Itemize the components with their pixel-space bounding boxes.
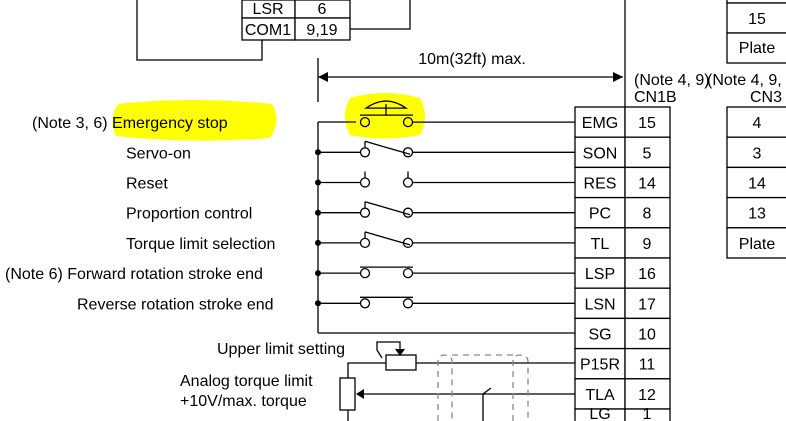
cn3-pin: 3 xyxy=(753,145,762,162)
cn1b-pin: 15 xyxy=(638,115,656,132)
input-label: Reverse rotation stroke end xyxy=(77,296,274,313)
shield-left xyxy=(437,354,453,421)
top-table: LSR 6 COM1 9,19 xyxy=(241,0,351,41)
upper-limit-label: Upper limit setting xyxy=(217,341,345,358)
cn1b-signal: SON xyxy=(583,145,618,162)
analog-torque-potentiometer xyxy=(339,377,356,411)
cn1b-note: (Note 4, 9) xyxy=(634,72,710,89)
cn1b-pin: 10 xyxy=(638,327,656,344)
cn1b-signal-cell xyxy=(574,227,626,259)
cn3-pin: 13 xyxy=(748,206,766,223)
switch-lsn xyxy=(315,296,575,309)
shield-right xyxy=(512,354,529,421)
input-label: (Note 3, 6) Emergency stop xyxy=(32,115,228,132)
input-label: Servo-on xyxy=(126,145,191,162)
cn1b-pin-cell xyxy=(624,378,671,410)
top-table-signal-1: COM1 xyxy=(245,22,291,39)
cn1b-label: CN1B xyxy=(634,89,677,106)
cn1b-signal: TL xyxy=(591,236,610,253)
input-label-text: Reverse rotation stroke end xyxy=(77,296,274,313)
top-right-table: 15 Plate xyxy=(726,0,786,64)
cn1b-signal: LG xyxy=(589,406,610,421)
switch-lsp xyxy=(315,266,575,279)
top-table-pin-0: 6 xyxy=(318,1,327,18)
cable-length-label: 10m(32ft) max. xyxy=(418,51,526,68)
switch-tl xyxy=(315,231,575,249)
cn1b-signal: P15R xyxy=(580,357,620,374)
cn1b-pin-cell xyxy=(624,347,671,380)
cn1b-pin-cell xyxy=(624,408,671,421)
cn1b-pin-cell xyxy=(624,287,671,320)
cn1b-pin: 17 xyxy=(638,296,656,313)
cn3-cell xyxy=(726,106,786,138)
cn3-pin: 14 xyxy=(748,176,766,193)
input-label-text: Proportion control xyxy=(126,206,252,223)
cn1b-signal-cell xyxy=(574,317,626,350)
cn1b-pin-cell xyxy=(624,136,671,169)
cn1b-pin: 16 xyxy=(638,266,656,283)
cn1b-pin-cell xyxy=(624,317,671,350)
input-note: (Note 3, 6) xyxy=(32,115,108,132)
cn1b-signal: LSN xyxy=(584,296,615,313)
input-label-text: Emergency stop xyxy=(112,115,228,132)
cn3-note: (Note 4, 9, xyxy=(707,72,782,89)
cn1b-signal: SG xyxy=(588,327,611,344)
cn3-pin: Plate xyxy=(739,236,776,253)
cn1b-signal-cell xyxy=(574,136,626,169)
cn1b-signal-cell xyxy=(574,196,626,229)
cn1b-signal-cell xyxy=(574,257,626,289)
cn3-cell xyxy=(726,227,786,259)
top-table-pin-1: 9,19 xyxy=(306,22,337,39)
cn1b-pin: 5 xyxy=(643,145,652,162)
upper-limit-potentiometer xyxy=(385,354,417,371)
analog-torque-label: Analog torque limit xyxy=(180,373,313,390)
switch-pc xyxy=(315,201,575,218)
input-note: (Note 6) xyxy=(5,266,63,283)
input-label-text: Torque limit selection xyxy=(126,236,275,253)
cable-length-dimension: 10m(32ft) max. xyxy=(317,51,623,102)
cn1b-pin: 9 xyxy=(643,236,652,253)
input-label-text: Forward rotation stroke end xyxy=(67,266,263,283)
cn1b-signal: PC xyxy=(589,206,611,223)
cn1b-signal: LSP xyxy=(585,266,615,283)
switch-son xyxy=(315,140,575,158)
highlight-emergency-label xyxy=(112,100,277,141)
input-label: Proportion control xyxy=(126,206,252,223)
cn1b-pin-cell xyxy=(624,166,671,199)
cn1b-signal: EMG xyxy=(582,115,618,132)
input-label: Reset xyxy=(126,176,168,193)
input-label: (Note 6) Forward rotation stroke end xyxy=(5,266,263,283)
cn3-pin: 4 xyxy=(753,115,762,132)
top-table-signal-0: LSR xyxy=(252,1,283,18)
cn1b-signal-cell xyxy=(574,408,626,421)
cn1b-signal: TLA xyxy=(585,387,615,404)
controller-box xyxy=(136,0,263,61)
cn1b-pin: 12 xyxy=(638,387,656,404)
cn1b-pin: 14 xyxy=(638,176,656,193)
cn3-label: CN3 xyxy=(750,89,782,106)
cn1b-pin-cell xyxy=(624,106,671,138)
switch-res xyxy=(315,171,575,188)
analog-torque-scale-label: +10V/max. torque xyxy=(180,393,307,410)
top-right-cell-1: Plate xyxy=(739,40,776,57)
input-label: Torque limit selection xyxy=(126,236,275,253)
top-right-cell-0: 15 xyxy=(748,11,766,28)
cn1b-pin: 11 xyxy=(639,357,656,374)
switch-emg xyxy=(359,100,575,128)
cn1b-pin: 8 xyxy=(643,206,652,223)
cn1b-pin: 1 xyxy=(643,406,652,421)
cn1b-signal: RES xyxy=(584,176,617,193)
input-label-text: Reset xyxy=(126,176,168,193)
input-label-text: Servo-on xyxy=(126,145,191,162)
